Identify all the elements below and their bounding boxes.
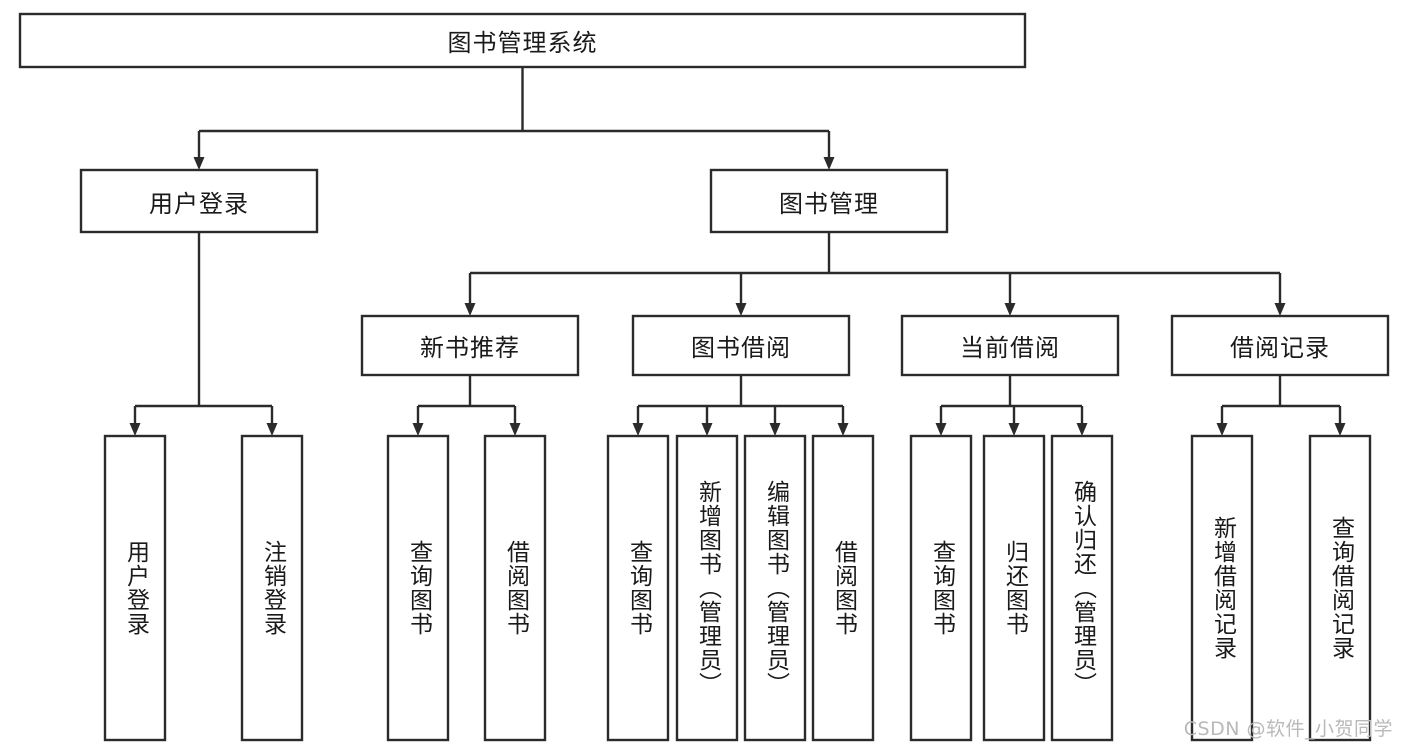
- edge-layer: [129, 67, 1346, 436]
- node-box-records[interactable]: [1170, 314, 1390, 377]
- node-box-newbook[interactable]: [360, 314, 580, 377]
- node-box-current[interactable]: [900, 314, 1120, 377]
- arrow-head-icon: [1004, 303, 1016, 316]
- node-box-borrow[interactable]: [631, 314, 851, 377]
- node-box-leaf-query-book-1[interactable]: [386, 434, 450, 742]
- node-box-leaf-query-book-3[interactable]: [909, 434, 973, 742]
- arrow-head-icon: [1216, 423, 1228, 436]
- node-box-leaf-user-login[interactable]: [103, 434, 167, 742]
- arrow-head-icon: [769, 423, 781, 436]
- node-box-login[interactable]: [79, 168, 319, 234]
- arrow-head-icon: [823, 157, 835, 170]
- node-box-leaf-add-book[interactable]: [675, 434, 739, 742]
- arrow-head-icon: [837, 423, 849, 436]
- node-box-bookmgmt[interactable]: [709, 168, 949, 234]
- arrow-head-icon: [1076, 423, 1088, 436]
- arrow-head-icon: [935, 423, 947, 436]
- arrow-head-icon: [464, 303, 476, 316]
- node-box-leaf-return-book[interactable]: [982, 434, 1046, 742]
- arrow-head-icon: [632, 423, 644, 436]
- arrow-head-icon: [412, 423, 424, 436]
- node-box-leaf-borrow-book-2[interactable]: [811, 434, 875, 742]
- csdn-watermark: CSDN @软件_小贺同学: [1183, 718, 1393, 740]
- arrow-head-icon: [129, 423, 141, 436]
- node-box-root[interactable]: [18, 12, 1027, 69]
- box-layer: [18, 12, 1390, 742]
- node-box-leaf-borrow-book-1[interactable]: [483, 434, 547, 742]
- arrow-head-icon: [1334, 423, 1346, 436]
- node-box-leaf-user-logout[interactable]: [240, 434, 304, 742]
- arrow-head-icon: [701, 423, 713, 436]
- node-box-leaf-edit-book[interactable]: [743, 434, 807, 742]
- arrow-head-icon: [509, 423, 521, 436]
- arrow-head-icon: [735, 303, 747, 316]
- node-box-leaf-add-record[interactable]: [1190, 434, 1254, 742]
- arrow-head-icon: [266, 423, 278, 436]
- node-box-leaf-query-book-2[interactable]: [606, 434, 670, 742]
- node-box-leaf-confirm-return[interactable]: [1050, 434, 1114, 742]
- arrow-head-icon: [1274, 303, 1286, 316]
- arrow-head-icon: [193, 157, 205, 170]
- node-box-leaf-query-record[interactable]: [1308, 434, 1372, 742]
- arrow-head-icon: [1008, 423, 1020, 436]
